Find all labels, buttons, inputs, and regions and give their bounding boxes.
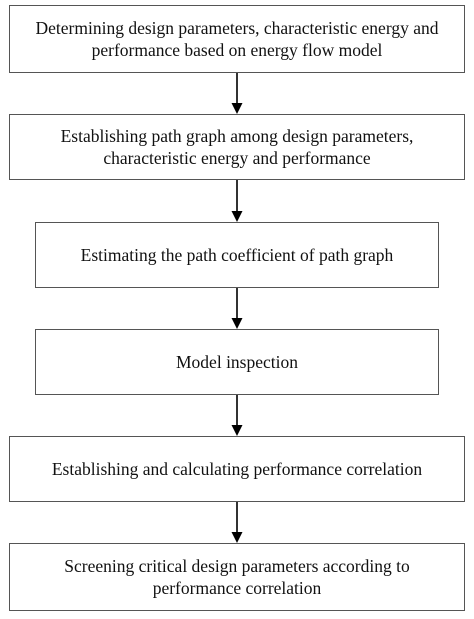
flow-arrow-3-to-4 [231, 288, 243, 329]
flow-step-3-text: Estimating the path coefficient of path … [80, 245, 394, 265]
flow-arrow-4-to-5 [231, 395, 243, 436]
flow-arrow-1-to-2 [231, 73, 243, 114]
flow-step-5: Establishing and calculating performance… [9, 436, 465, 502]
flow-step-1-text: Determining design parameters, character… [35, 18, 439, 60]
flow-step-1: Determining design parameters, character… [9, 5, 465, 73]
flow-step-6-text: Screening critical design parameters acc… [64, 556, 410, 598]
flow-step-6: Screening critical design parameters acc… [9, 543, 465, 611]
flow-step-2: Establishing path graph among design par… [9, 114, 465, 180]
flow-step-5-text: Establishing and calculating performance… [51, 459, 423, 479]
flow-step-3: Estimating the path coefficient of path … [35, 222, 439, 288]
flow-arrow-2-to-3 [231, 180, 243, 222]
flow-step-4-text: Model inspection [176, 352, 298, 372]
flow-step-2-text: Establishing path graph among design par… [60, 126, 414, 168]
flow-step-4: Model inspection [35, 329, 439, 395]
flow-arrow-5-to-6 [231, 502, 243, 543]
